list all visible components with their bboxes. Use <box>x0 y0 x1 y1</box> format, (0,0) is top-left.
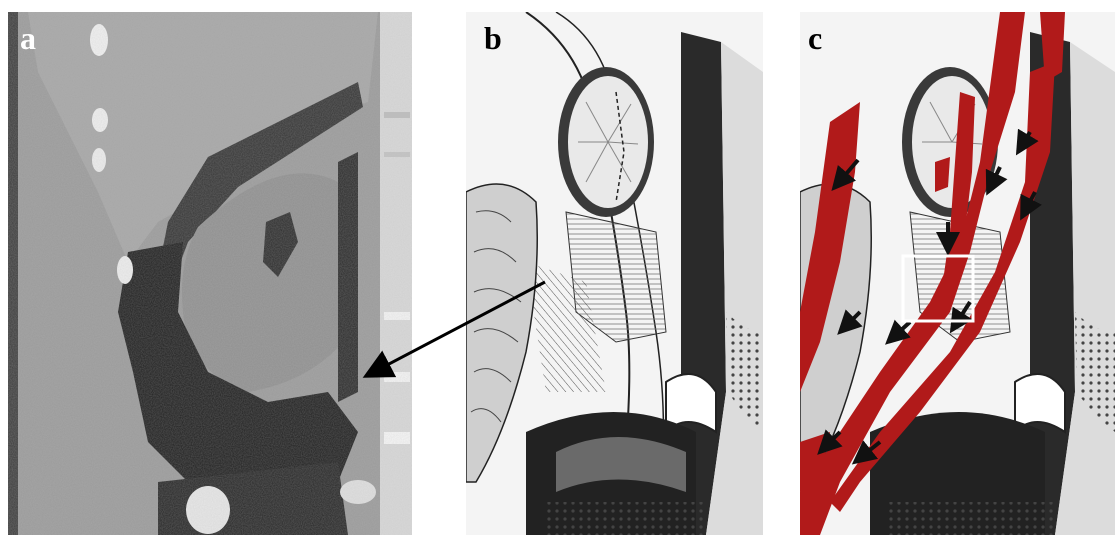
anatomy-illustration-panel <box>466 12 763 535</box>
panel-label-a: a <box>20 22 36 54</box>
ct-scan-image <box>8 12 412 535</box>
panel-label-b: b <box>484 22 502 54</box>
anatomy-illustration <box>466 12 763 535</box>
highlighted-illustration <box>800 12 1115 535</box>
panel-label-c: c <box>808 22 822 54</box>
ct-scan-panel <box>8 12 412 535</box>
highlighted-illustration-panel <box>800 12 1115 535</box>
